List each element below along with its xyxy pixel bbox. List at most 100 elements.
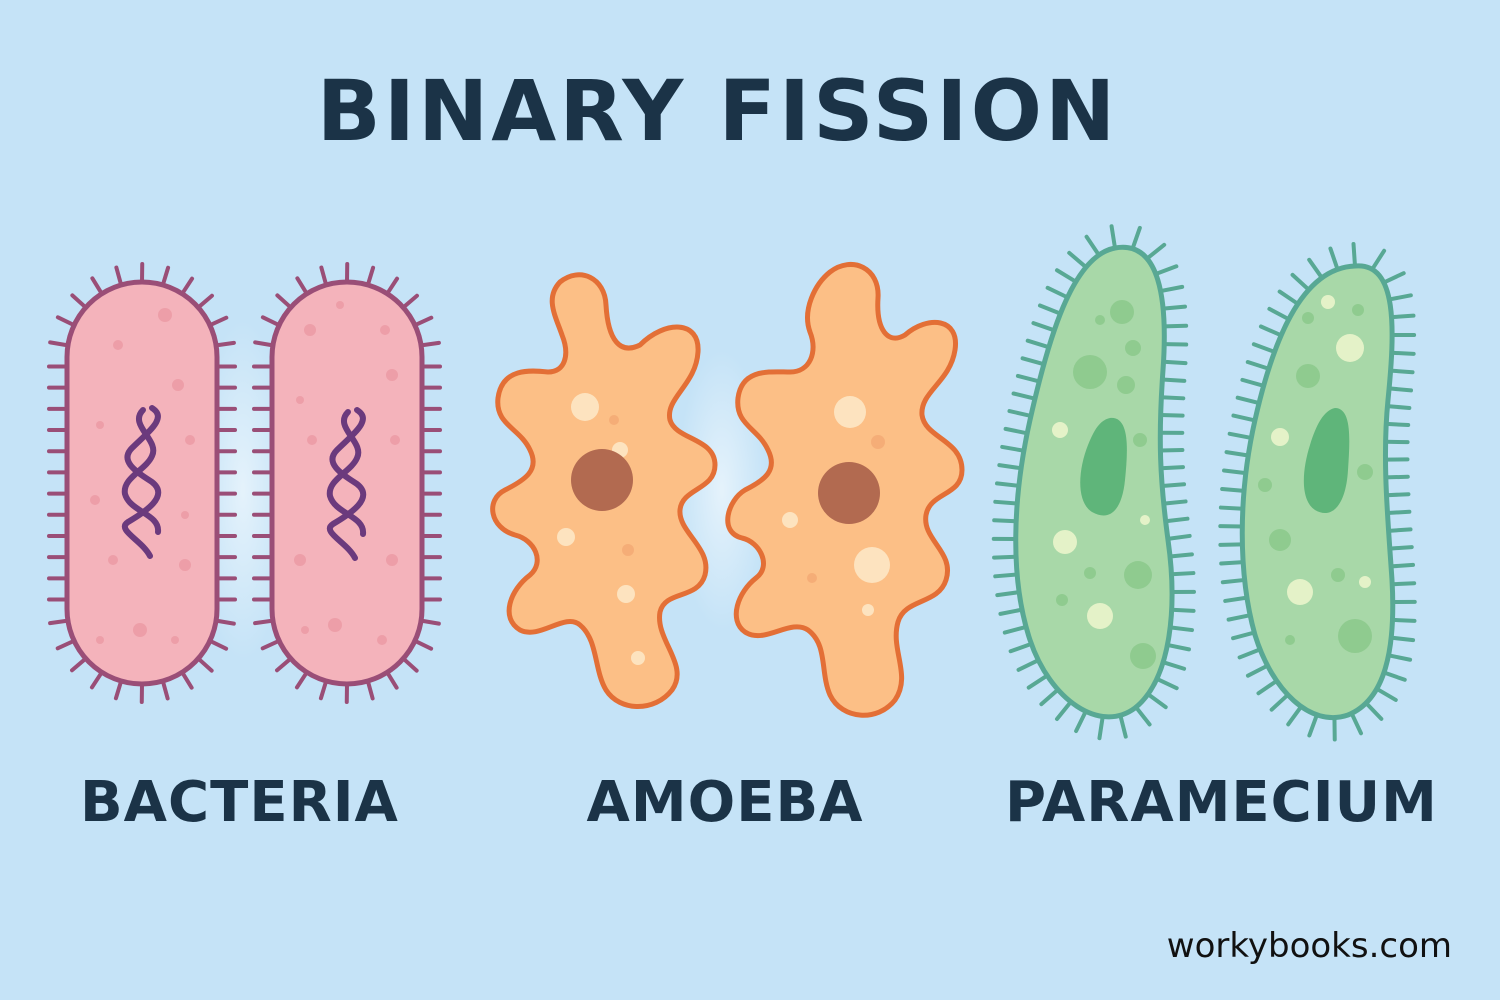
cilium: [1245, 360, 1271, 371]
cilium: [90, 276, 104, 296]
cilium: [1364, 701, 1384, 721]
cilium: [214, 340, 236, 348]
cilium: [319, 265, 329, 287]
cilium: [1145, 692, 1168, 710]
cilium: [1165, 642, 1191, 652]
cilium: [993, 572, 1020, 579]
cilium: [1220, 487, 1247, 493]
cilium: [1219, 560, 1246, 566]
cilium: [1389, 562, 1416, 569]
bacterium-left-dna-strand-2: [121, 407, 161, 535]
cilium: [401, 293, 419, 310]
cilium: [1168, 552, 1194, 559]
site-credit: workybooks.com: [1166, 926, 1452, 966]
cilium: [113, 679, 124, 701]
cilium: [48, 618, 70, 626]
cilium: [214, 618, 236, 626]
cilium: [1351, 242, 1357, 268]
cilium: [412, 315, 434, 328]
cilium: [1160, 377, 1187, 383]
cilium: [1388, 368, 1415, 375]
cilium: [1290, 272, 1311, 292]
cilium: [1269, 692, 1290, 712]
bacterium-left-cilia: [47, 262, 237, 704]
cilium: [1390, 617, 1417, 623]
cilium: [318, 679, 329, 701]
cilium: [1226, 613, 1253, 622]
cilium: [1384, 492, 1411, 498]
paramecium-left: [991, 224, 1196, 741]
cilium: [992, 554, 1019, 560]
cilium: [1384, 421, 1411, 428]
cilium: [1161, 660, 1187, 671]
cilium: [1387, 386, 1414, 393]
cilium: [1039, 687, 1060, 707]
amoeba-right: [725, 261, 965, 718]
cilium: [1381, 670, 1407, 682]
cilium: [997, 463, 1024, 471]
cilium: [1007, 409, 1033, 418]
cilium: [1165, 533, 1192, 541]
cilium: [48, 340, 70, 348]
cilium: [1145, 242, 1167, 261]
cilium: [1109, 224, 1117, 250]
cilium: [1161, 304, 1188, 311]
paramecium-left-nucleus: [1080, 417, 1127, 516]
cilium: [260, 315, 282, 328]
cilium: [253, 340, 275, 348]
cilium: [1168, 625, 1194, 633]
bacterium-right-body: [269, 279, 425, 687]
paramecium-right-nucleus: [1303, 408, 1350, 514]
cilium: [1037, 303, 1063, 316]
cilium: [1008, 641, 1034, 654]
cilium: [1389, 313, 1416, 320]
cilium: [1231, 413, 1257, 423]
paramecium-right-vacuoles: [1258, 295, 1373, 653]
bacterium-right-granules: [294, 301, 400, 645]
cilium: [253, 618, 275, 626]
cilium: [1389, 635, 1416, 643]
cilium: [1385, 404, 1412, 410]
cilium: [1286, 704, 1304, 727]
cilium: [1218, 505, 1245, 511]
cilium: [1002, 624, 1029, 635]
cilium: [1222, 468, 1248, 476]
bacteria-glow: [198, 320, 288, 660]
cilium: [1235, 395, 1262, 406]
cilium: [385, 670, 399, 690]
cilium: [365, 265, 376, 287]
cilium: [1163, 516, 1190, 524]
paramecium-right-cilia: [1218, 242, 1417, 742]
cilium: [992, 518, 1019, 524]
cilium: [180, 276, 195, 296]
cilium: [1231, 630, 1257, 641]
cilium: [1054, 699, 1073, 721]
bacterium-right-dna-strand-2: [326, 409, 366, 537]
cilium: [1020, 356, 1046, 367]
cilium: [1161, 359, 1188, 366]
cilium: [1277, 289, 1300, 306]
cilium: [385, 276, 400, 296]
cilium: [1328, 246, 1340, 272]
cilium: [260, 638, 282, 651]
cilium: [1011, 391, 1037, 401]
cilium: [1387, 545, 1414, 551]
cilium: [1237, 647, 1263, 660]
cilium: [401, 656, 419, 673]
cilium: [1161, 499, 1188, 506]
cilium: [1025, 338, 1051, 350]
cilium: [1074, 709, 1088, 734]
bacterium-left: [47, 262, 237, 704]
cilium: [1267, 306, 1291, 322]
cilium: [1385, 509, 1412, 516]
cilium: [1220, 577, 1247, 585]
cilium: [1159, 465, 1185, 471]
cilium: [1067, 250, 1088, 270]
cilium: [160, 265, 171, 287]
cilium: [419, 340, 441, 348]
cilium: [1256, 678, 1279, 696]
cilium: [1130, 225, 1142, 251]
cilium: [1224, 450, 1251, 458]
cilium: [1370, 248, 1387, 272]
paramecium-label: PARAMECIUM: [1005, 770, 1438, 835]
